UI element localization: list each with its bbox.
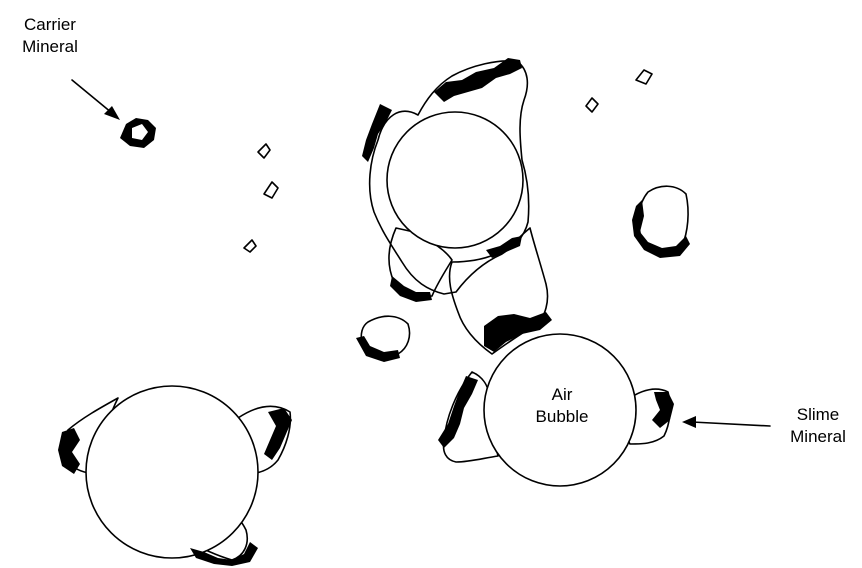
- slime-mineral-label-line2: Mineral: [776, 426, 860, 448]
- slime-coating: [652, 392, 674, 428]
- free-carrier-particle-middle: [356, 316, 410, 362]
- slime-mineral-arrow-line: [692, 422, 770, 426]
- air-bubble-lower-left: [86, 386, 258, 558]
- slime-coating: [58, 428, 80, 474]
- slime-particle: [586, 98, 598, 112]
- slime-coating: [390, 276, 432, 302]
- carrier-mineral-example: [120, 118, 156, 148]
- air-bubble-label: Air Bubble: [522, 384, 602, 428]
- slime-coating: [362, 104, 392, 162]
- bubble-cluster-lower-left: [58, 386, 292, 566]
- free-carrier-particle-right: [632, 186, 690, 258]
- slime-particle: [258, 144, 270, 158]
- slime-coating: [356, 336, 400, 362]
- slime-particle: [244, 240, 256, 252]
- air-bubble-label-line2: Bubble: [522, 406, 602, 428]
- carrier-mineral-label-line1: Carrier: [10, 14, 90, 36]
- air-bubble-top: [387, 112, 523, 248]
- slime-coating: [632, 200, 690, 258]
- slime-mineral-label: Slime Mineral: [776, 404, 860, 448]
- bubble-cluster-top: [362, 58, 529, 302]
- carrier-mineral-arrow-line: [72, 80, 112, 113]
- carrier-mineral-label: Carrier Mineral: [10, 14, 90, 58]
- slime-particle: [264, 182, 278, 198]
- carrier-mineral-label-line2: Mineral: [10, 36, 90, 58]
- slime-coating: [438, 376, 478, 448]
- air-bubble-label-line1: Air: [522, 384, 602, 406]
- slime-mineral-arrowhead: [682, 416, 696, 428]
- slime-coating: [264, 408, 292, 460]
- slime-mineral-label-line1: Slime: [776, 404, 860, 426]
- slime-particle: [636, 70, 652, 84]
